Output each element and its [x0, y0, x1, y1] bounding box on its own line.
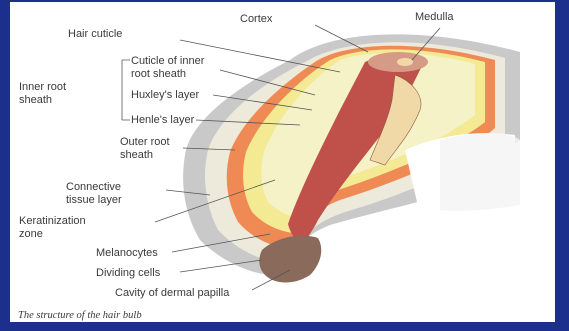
label-outer-root-1: Outer root: [120, 136, 170, 148]
label-inner-root-sheath-2: sheath: [19, 94, 52, 106]
surrounding-tissue: [440, 133, 520, 211]
label-henle: Henle's layer: [131, 114, 195, 126]
label-hair-cuticle: Hair cuticle: [68, 28, 122, 40]
label-inner-root-sheath-1: Inner root: [19, 81, 66, 93]
label-outer-root-2: sheath: [120, 149, 153, 161]
label-connective-1: Connective: [66, 181, 121, 193]
label-keratinization-1: Keratinization: [19, 215, 86, 227]
label-cavity: Cavity of dermal papilla: [115, 287, 230, 299]
label-huxley: Huxley's layer: [131, 89, 199, 101]
figure-caption: The structure of the hair bulb: [18, 310, 142, 321]
medulla: [397, 58, 413, 66]
label-cuticle-inner-1: Cuticle of inner: [131, 55, 205, 67]
label-cortex: Cortex: [240, 13, 273, 25]
label-melanocytes: Melanocytes: [96, 247, 158, 259]
label-keratinization-2: zone: [19, 228, 43, 240]
label-medulla: Medulla: [415, 11, 454, 23]
label-dividing-cells: Dividing cells: [96, 267, 161, 279]
label-cuticle-inner-2: root sheath: [131, 68, 186, 80]
label-connective-2: tissue layer: [66, 194, 122, 206]
